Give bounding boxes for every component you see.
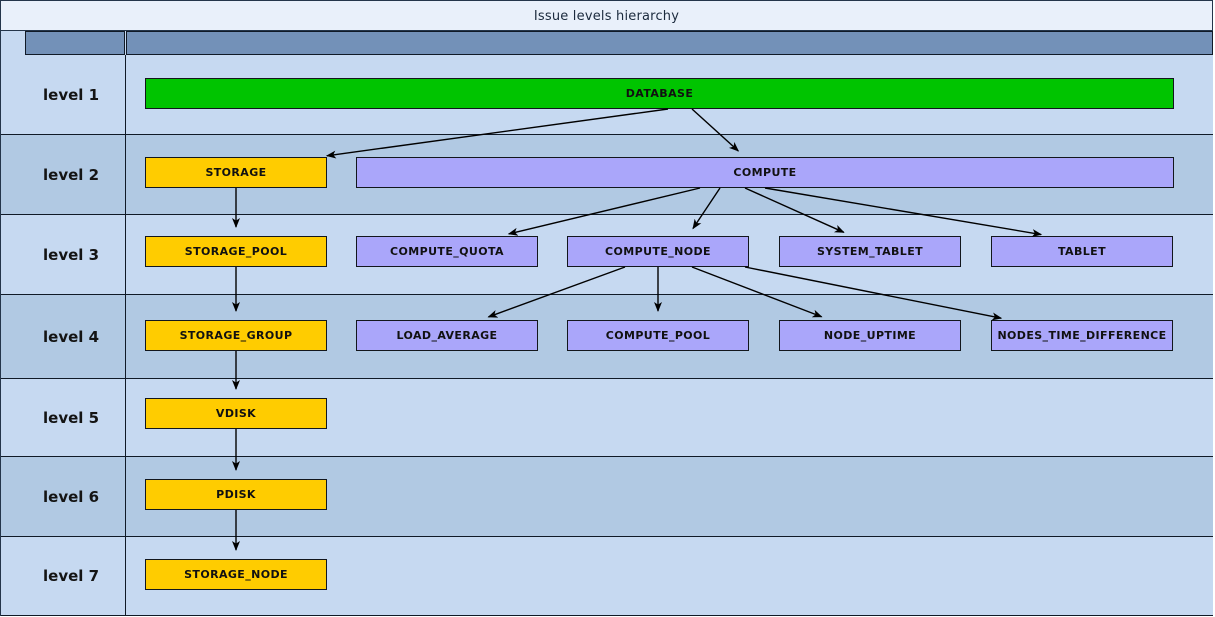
title-band: Issue levels hierarchy [0,0,1213,30]
page-title: Issue levels hierarchy [533,8,680,24]
node-storage[interactable]: STORAGE [145,157,327,188]
node-vdisk[interactable]: VDISK [145,398,327,429]
node-nodes_time_difference[interactable]: NODES_TIME_DIFFERENCE [991,320,1173,351]
header-content-column [126,31,1213,55]
node-system_tablet[interactable]: SYSTEM_TABLET [779,236,961,267]
level-label-6: level 6 [25,457,126,536]
level-label-3: level 3 [25,215,126,294]
node-load_average[interactable]: LOAD_AVERAGE [356,320,538,351]
node-pdisk[interactable]: PDISK [145,479,327,510]
level-label-7: level 7 [25,537,126,615]
node-compute_node[interactable]: COMPUTE_NODE [567,236,749,267]
node-storage_group[interactable]: STORAGE_GROUP [145,320,327,351]
level-label-1: level 1 [25,55,126,134]
node-compute_pool[interactable]: COMPUTE_POOL [567,320,749,351]
header-label-column [25,31,125,55]
node-storage_node[interactable]: STORAGE_NODE [145,559,327,590]
level-label-5: level 5 [25,379,126,456]
level-label-2: level 2 [25,135,126,214]
node-database[interactable]: DATABASE [145,78,1174,109]
node-compute_quota[interactable]: COMPUTE_QUOTA [356,236,538,267]
node-compute[interactable]: COMPUTE [356,157,1174,188]
node-node_uptime[interactable]: NODE_UPTIME [779,320,961,351]
level-label-4: level 4 [25,295,126,378]
node-tablet[interactable]: TABLET [991,236,1173,267]
node-storage_pool[interactable]: STORAGE_POOL [145,236,327,267]
